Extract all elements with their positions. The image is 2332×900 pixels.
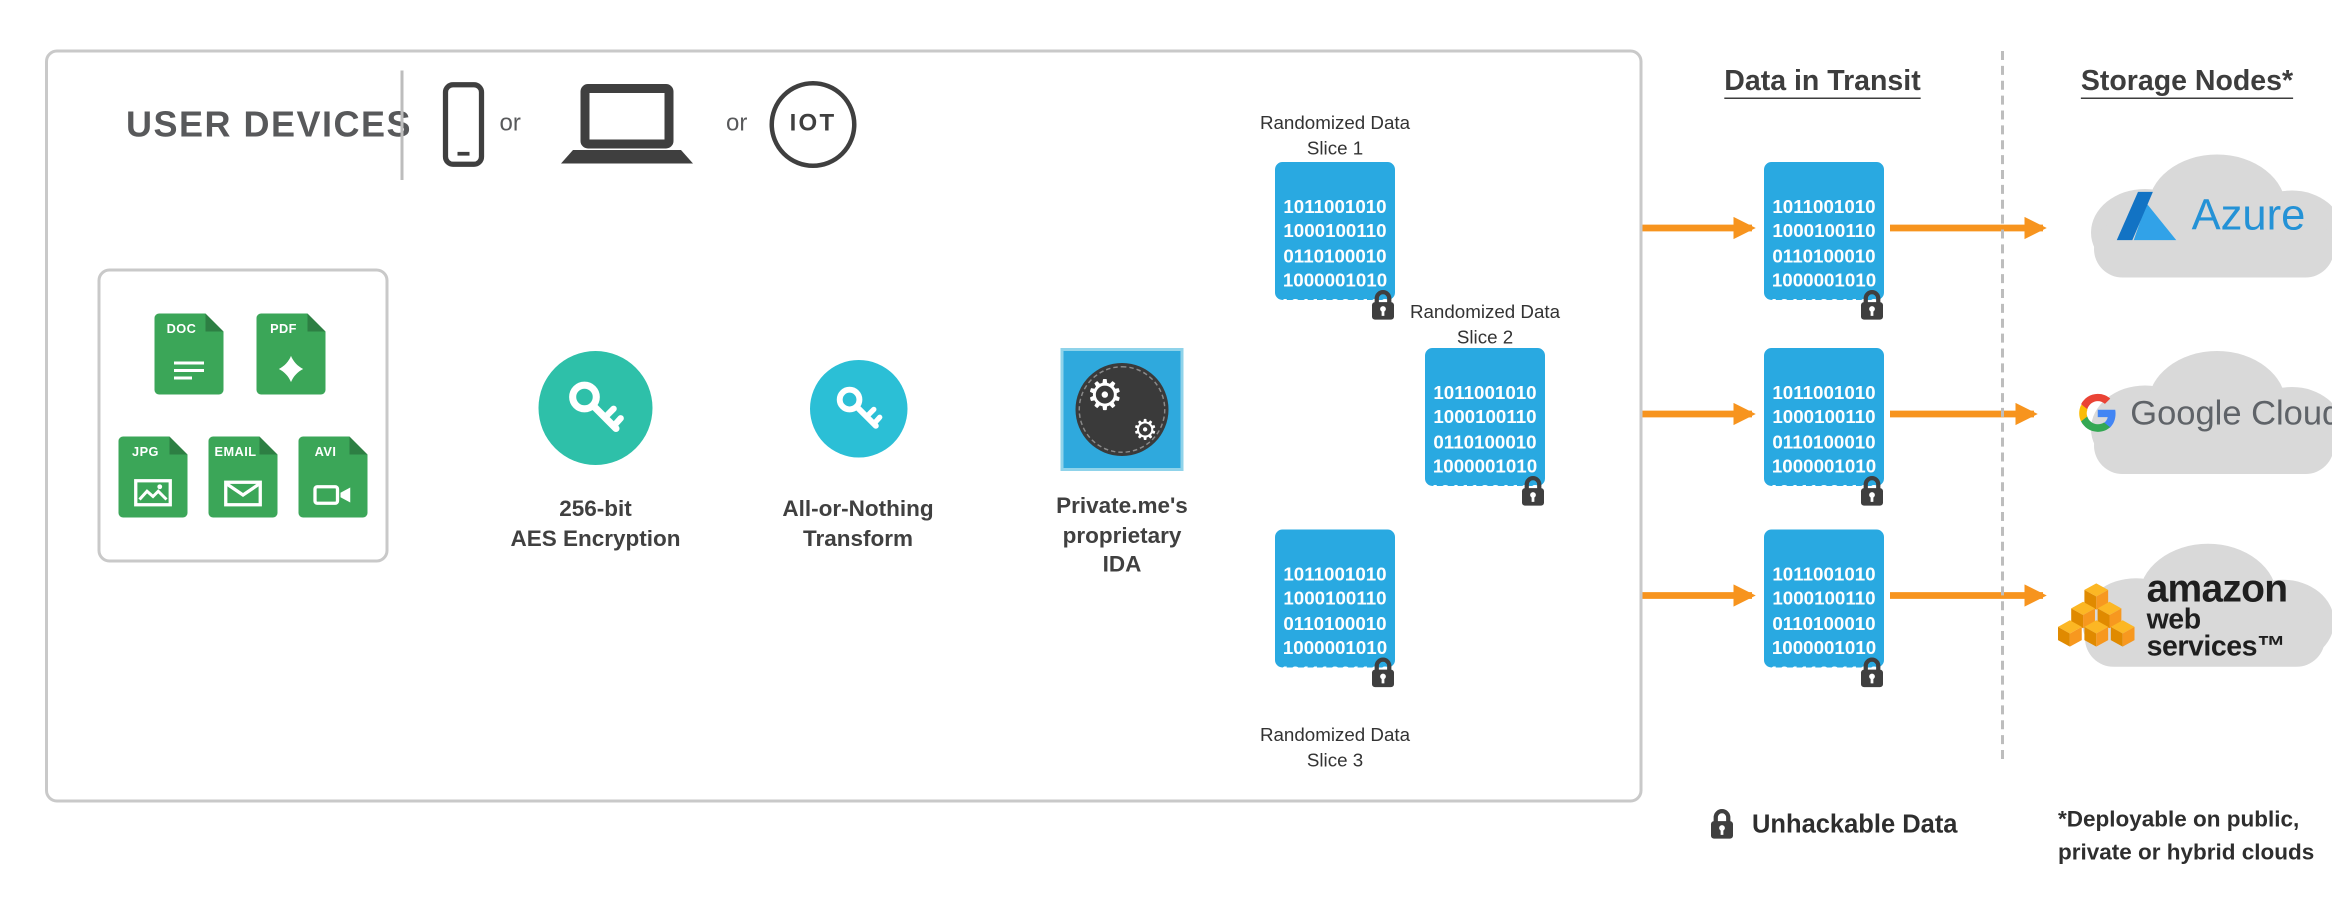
- aws-cubes-icon: [2058, 583, 2135, 648]
- pdf-glyph-icon: [278, 355, 304, 383]
- unhackable-data-label: Unhackable Data: [1752, 810, 1958, 839]
- transit-slice-2: 1011001010 1000100110 0110100010 1000001…: [1764, 348, 1884, 486]
- section-divider: [2001, 51, 2004, 759]
- file-types-box: DOC PDF JPG EMAIL: [97, 268, 389, 563]
- lock-icon: [1368, 654, 1398, 692]
- gear-icon-small: ⚙: [1132, 414, 1158, 447]
- laptop-icon: [561, 84, 693, 164]
- user-devices-title: USER DEVICES: [126, 105, 413, 146]
- file-doc-label: DOC: [166, 321, 197, 336]
- file-avi-label: AVI: [314, 444, 337, 459]
- ida-label: Private.me's proprietary IDA: [1056, 493, 1188, 578]
- or-label-1: or: [499, 111, 521, 137]
- envelope-icon: [224, 480, 262, 507]
- data-slice-3: 1011001010 1000100110 0110100010 1000001…: [1275, 529, 1395, 668]
- google-cloud-label: Google Cloud: [2130, 393, 2332, 432]
- slice-1-caption: Randomized Data Slice 1: [1259, 112, 1411, 159]
- file-pdf-label: PDF: [270, 321, 297, 336]
- iot-icon: IOT: [769, 81, 857, 168]
- transit-slice-3: 1011001010 1000100110 0110100010 1000001…: [1764, 529, 1884, 668]
- data-slice-2: 1011001010 1000100110 0110100010 1000001…: [1425, 348, 1545, 486]
- slice-2-caption: Randomized Data Slice 2: [1409, 301, 1561, 348]
- slice-3-caption: Randomized Data Slice 3: [1259, 724, 1411, 771]
- storage-nodes-header: Storage Nodes*: [2080, 66, 2294, 98]
- binary-text: 1011001010 1000100110 0110100010 1000001…: [1279, 563, 1391, 684]
- aws-label-amazon: amazon: [2146, 565, 2288, 611]
- title-divider: [400, 70, 404, 180]
- ida-node: ⚙ ⚙: [1060, 348, 1184, 471]
- aont-label: All-or-Nothing Transform: [782, 496, 934, 552]
- key-icon: [564, 377, 627, 440]
- aes-encryption-node: [538, 351, 653, 465]
- lock-icon: [1857, 287, 1887, 325]
- data-slice-1: 1011001010 1000100110 0110100010 1000001…: [1275, 162, 1395, 300]
- file-avi: AVI: [298, 436, 368, 518]
- binary-text: 1011001010 1000100110 0110100010 1000001…: [1768, 381, 1880, 502]
- file-email-label: EMAIL: [214, 444, 257, 459]
- data-in-transit-header: Data in Transit: [1724, 66, 1921, 98]
- azure-label: Azure: [2191, 191, 2306, 240]
- key-icon: [833, 383, 886, 436]
- gear-icon-large: ⚙: [1086, 370, 1124, 420]
- file-pdf: PDF: [256, 313, 326, 395]
- smartphone-icon: [442, 82, 485, 167]
- aes-encryption-label: 256-bit AES Encryption: [510, 496, 681, 552]
- aws-label-webservices: web services™: [2146, 604, 2286, 663]
- storage-node-aws: amazon web services™: [2058, 528, 2332, 693]
- binary-text: 1011001010 1000100110 0110100010 1000001…: [1768, 195, 1880, 316]
- lock-icon: [1857, 473, 1887, 511]
- lock-icon: [1518, 473, 1548, 511]
- file-email: EMAIL: [208, 436, 278, 518]
- azure-logo-icon: [2116, 191, 2177, 241]
- file-doc: DOC: [154, 313, 224, 395]
- lock-icon: [1707, 806, 1737, 844]
- binary-text: 1011001010 1000100110 0110100010 1000001…: [1279, 195, 1391, 316]
- google-logo-icon: [2079, 393, 2116, 432]
- lock-icon: [1857, 654, 1887, 692]
- deployable-note: *Deployable on public, private or hybrid…: [2058, 807, 2315, 866]
- iot-label: IOT: [789, 111, 837, 137]
- image-icon: [134, 479, 172, 507]
- file-jpg-label: JPG: [132, 444, 159, 459]
- file-jpg: JPG: [118, 436, 188, 518]
- or-label-2: or: [726, 111, 748, 137]
- ida-gear-circle: ⚙ ⚙: [1075, 363, 1169, 456]
- storage-node-azure: Azure: [2067, 143, 2332, 293]
- doc-lines-icon: [174, 361, 204, 380]
- binary-text: 1011001010 1000100110 0110100010 1000001…: [1768, 563, 1880, 684]
- aont-node: [810, 360, 908, 458]
- binary-text: 1011001010 1000100110 0110100010 1000001…: [1429, 381, 1541, 502]
- transit-slice-1: 1011001010 1000100110 0110100010 1000001…: [1764, 162, 1884, 300]
- video-camera-icon: [313, 485, 351, 505]
- storage-node-google: Google Cloud: [2067, 339, 2332, 489]
